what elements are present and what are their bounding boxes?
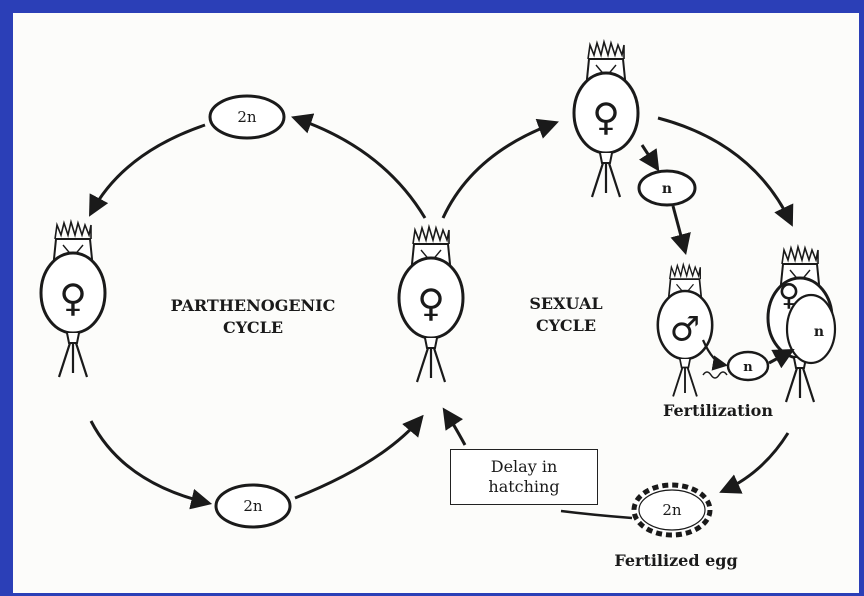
arrow-left-to-2n-bottom xyxy=(89,420,213,510)
arrow-top-to-right-female xyxy=(657,116,794,227)
delay-in-hatching-box: Delay in hatching xyxy=(450,449,598,505)
cycle-arrows xyxy=(89,113,795,510)
female-symbol-right: ♀ xyxy=(778,278,800,313)
sexual-label-line1: SEXUAL xyxy=(529,294,603,313)
line-fertilized-egg-to-delay xyxy=(560,509,633,520)
arrow-n-egg-to-male xyxy=(670,205,691,256)
egg-inside-female xyxy=(785,293,837,365)
svg-text:n: n xyxy=(662,181,672,197)
node-2n-fertilized-egg: 2n xyxy=(631,482,713,538)
sexual-cycle-label: SEXUAL CYCLE xyxy=(511,293,621,337)
node-2n-top: 2n xyxy=(208,94,286,140)
arrow-right-to-fertilized-egg xyxy=(719,432,790,494)
parthenogenic-label-line2: CYCLE xyxy=(222,318,284,337)
female-symbol-center: ♀ xyxy=(417,281,445,325)
parthenogenic-label-line1: PARTHENOGENIC xyxy=(170,296,336,315)
female-rotifer-top: ♀ xyxy=(572,40,640,199)
female-rotifer-right: ♀ n xyxy=(766,245,837,404)
node-n-sperm: n xyxy=(726,350,770,382)
parthenogenic-cycle-label: PARTHENOGENIC CYCLE xyxy=(133,295,373,339)
female-symbol-left: ♀ xyxy=(59,276,87,320)
arrow-center-to-2n-top xyxy=(291,113,427,219)
diagram-slide: ♀ ♀ ♀ ♂ ♀ n 2n 2n n xyxy=(13,13,859,593)
female-symbol-top: ♀ xyxy=(592,95,620,139)
svg-text:n: n xyxy=(743,360,753,375)
svg-text:2n: 2n xyxy=(662,501,682,519)
node-n-egg: n xyxy=(637,169,697,207)
female-rotifer-left: ♀ xyxy=(39,220,107,379)
node-2n-bottom: 2n xyxy=(214,483,292,529)
male-symbol: ♂ xyxy=(670,309,700,349)
arrow-2n-top-to-left xyxy=(89,123,206,217)
arrow-center-to-top-female xyxy=(441,118,559,219)
fertilization-label: Fertilization xyxy=(663,401,773,420)
svg-text:2n: 2n xyxy=(243,497,263,515)
arrow-delay-to-center xyxy=(442,407,467,446)
male-rotifer: ♂ xyxy=(656,263,714,398)
sexual-label-line2: CYCLE xyxy=(535,316,597,335)
arrow-top-female-to-n-egg xyxy=(639,144,660,172)
arrow-male-to-n-sperm xyxy=(701,339,729,371)
arrow-2n-bottom-to-center xyxy=(294,414,424,500)
arrow-n-sperm-to-right xyxy=(768,348,795,369)
sperm-wiggle xyxy=(702,371,728,379)
delay-line2: hatching xyxy=(488,477,560,496)
delay-line1: Delay in xyxy=(490,457,558,476)
fertilized-egg-label: Fertilized egg xyxy=(614,551,738,570)
female-rotifer-center: ♀ xyxy=(397,225,465,384)
svg-text:2n: 2n xyxy=(237,108,257,126)
node-n-inside: n xyxy=(814,324,824,340)
life-cycle-diagram: ♀ ♀ ♀ ♂ ♀ n 2n 2n n xyxy=(39,40,837,538)
